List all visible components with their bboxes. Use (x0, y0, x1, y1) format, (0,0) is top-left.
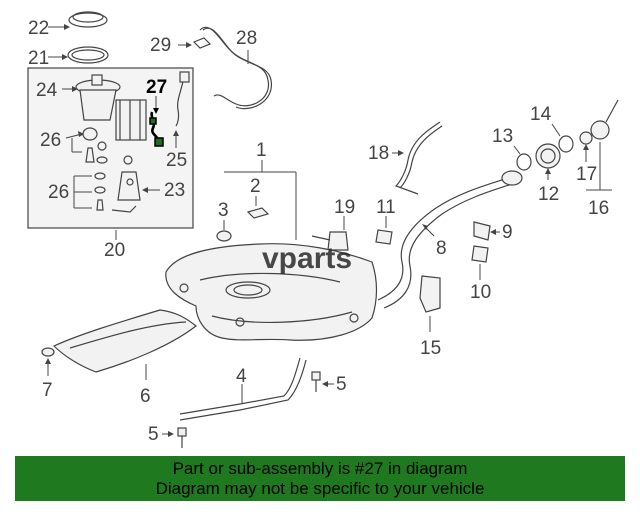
part-23-bracket[interactable] (111, 171, 141, 213)
callout-13[interactable]: 13 (492, 126, 513, 147)
callout-5-lower[interactable]: 5 (148, 424, 159, 445)
callout-20[interactable]: 20 (104, 240, 125, 261)
part-15-protector[interactable] (419, 275, 441, 313)
callout-16[interactable]: 16 (588, 198, 609, 219)
part-info-banner: Part or sub-assembly is #27 in diagram D… (15, 456, 625, 501)
callout-11[interactable]: 11 (376, 197, 396, 218)
callout-15[interactable]: 15 (420, 338, 441, 359)
part-29-clip[interactable] (192, 37, 212, 49)
part-13-gasket[interactable] (516, 153, 532, 171)
callout-19[interactable]: 19 (334, 197, 355, 218)
part-21-gasket[interactable] (67, 46, 109, 64)
callout-26-upper[interactable]: 26 (40, 130, 61, 151)
part-2-pad[interactable] (246, 207, 270, 219)
part-4-strap[interactable] (179, 357, 307, 421)
part-11-clamp[interactable] (375, 229, 393, 245)
part-26-lower[interactable] (94, 155, 133, 211)
callout-23[interactable]: 23 (164, 180, 185, 201)
callout-3[interactable]: 3 (218, 200, 229, 221)
fuel-tank[interactable] (165, 243, 378, 341)
fuel-system-parts-diagram: vparts (27, 11, 619, 448)
callout-18[interactable]: 18 (368, 143, 389, 164)
part-6-heat-shield[interactable] (52, 309, 197, 373)
callout-25[interactable]: 25 (166, 150, 187, 171)
callout-2[interactable]: 2 (250, 176, 261, 197)
callout-17[interactable]: 17 (576, 164, 597, 185)
callout-5-upper[interactable]: 5 (336, 374, 347, 395)
callout-14[interactable]: 14 (530, 104, 552, 125)
part-12-housing[interactable] (535, 143, 561, 169)
callout-24[interactable]: 24 (36, 80, 58, 101)
callout-22[interactable]: 22 (28, 18, 49, 39)
callout-26-lower[interactable]: 26 (48, 182, 69, 203)
callout-1[interactable]: 1 (256, 140, 267, 161)
part-9-bracket[interactable] (473, 221, 491, 241)
part-24-fuel-pump[interactable] (75, 74, 121, 121)
part-17-fuel-cap[interactable] (579, 99, 619, 145)
part-18-filler-pipe[interactable] (394, 121, 443, 195)
callout-27[interactable]: 27 (146, 77, 167, 98)
pump-module-body (115, 99, 147, 141)
part-25-hose[interactable] (175, 71, 190, 127)
part-5-bolt-lower[interactable] (177, 427, 187, 448)
banner-line-1: Part or sub-assembly is #27 in diagram (172, 459, 468, 478)
part-14-seal[interactable] (558, 135, 574, 153)
callout-6[interactable]: 6 (140, 386, 151, 407)
part-22-lock-ring[interactable] (68, 11, 108, 28)
part-5-bolt-upper[interactable] (311, 371, 321, 392)
callout-10[interactable]: 10 (470, 282, 491, 303)
callout-7[interactable]: 7 (42, 380, 53, 401)
callout-29[interactable]: 29 (150, 35, 171, 56)
part-3-plug[interactable] (216, 230, 232, 242)
callout-12[interactable]: 12 (538, 184, 559, 205)
callout-9[interactable]: 9 (502, 222, 513, 243)
part-27-wire-harness[interactable] (149, 111, 164, 147)
banner-line-2: Diagram may not be specific to your vehi… (155, 479, 485, 498)
part-7-nut[interactable] (41, 347, 55, 357)
part-26-upper[interactable] (82, 127, 108, 164)
callout-8[interactable]: 8 (436, 238, 447, 259)
callout-4[interactable]: 4 (236, 366, 247, 387)
part-8-filler-neck[interactable] (377, 170, 523, 309)
watermark-text: vparts (262, 242, 352, 275)
part-10-bracket[interactable] (471, 245, 489, 263)
callout-28[interactable]: 28 (236, 28, 257, 49)
part-28-vent-hose[interactable] (199, 26, 272, 110)
part-19-valve[interactable] (311, 231, 349, 251)
callout-21[interactable]: 21 (28, 48, 49, 69)
